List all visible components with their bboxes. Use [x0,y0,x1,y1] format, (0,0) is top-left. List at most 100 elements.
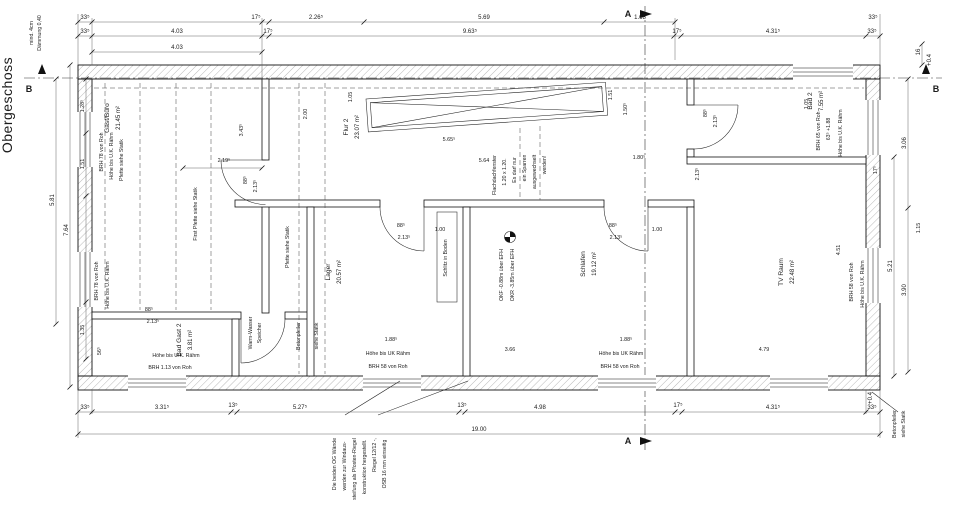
dim-label: 9.63⁵ [463,28,478,35]
sill-label-add: 63⁵ +1.88 [826,118,832,141]
door-lager [379,206,425,252]
room-area: 22.48 m² [790,260,796,284]
dim-label: 17⁵ [263,28,273,35]
texts: Obergeschoss mind. 4cm Dämmung 0,40 B B … [0,9,940,500]
leader-lines [344,380,899,416]
pillar-label-line1: Betonpfeiler [296,322,302,350]
boiler-label-line2: Speicher [257,322,263,343]
window-left-lower [77,252,93,307]
skylight-note-line: ein Sparren [522,154,528,181]
dim-label: 33⁵ [80,28,90,35]
wall-speicher-lager [306,206,315,377]
wall-bad2-tv [686,156,867,165]
level-marker [504,231,516,243]
dim-label: 56⁵ [97,347,103,355]
dim-label: 1.88⁵ [385,337,398,343]
room-name: Lager [325,263,332,281]
dim-label: 16 [916,48,922,55]
wall-badgast-speicher [231,318,240,377]
dim-label: 33⁵ [80,404,90,411]
purlin-label: Pfette siehe Statik [285,226,291,268]
pillar-label-line2: siehe Statik [314,322,320,349]
room-name: Gast/Büro [104,103,111,133]
dim-label: 5.27⁵ [293,404,308,411]
dim-label: 1.51 [608,90,614,101]
dim-label: 4.31⁵ [766,404,781,411]
dim-label: 88⁵ [243,176,249,184]
section-a-label-bottom: A [625,436,632,446]
windows [77,64,881,391]
bracing-note-line: konstruktion hergestellt. [362,440,368,495]
skylight [365,81,609,133]
dim-label: 2.13⁵ [253,180,259,193]
dim-label: 3.06 [902,137,908,149]
dim-label: 88⁵ [397,223,405,229]
boiler-label-line1: Warm-Wasser [248,316,254,349]
dim-label: 2.13⁵ [695,168,701,181]
dim-label: 4.31⁵ [766,28,781,35]
sill-label: BRH 78 von Roh [99,132,105,171]
dim-label: 88⁵ [609,223,617,229]
window-right-upper [865,100,881,155]
sill-label: BRH 1.13 von Roh [148,365,191,371]
section-a-arrow-top [640,10,652,18]
floor-slot-label: Schlitz in Boden [443,239,449,276]
sill-label: BRH 58 von Roh [849,262,855,301]
dim-label: 17⁵ [873,166,879,174]
dim-label: 3.66 [505,347,516,353]
room-name: Schlafen [580,251,587,277]
wall-gast-bottom-a [91,311,242,320]
room-area: 21.45 m² [116,106,122,130]
height-label: Höhe bis UK Rähm [599,351,643,357]
dim-label: 3.31⁵ [155,404,170,411]
door-speicher [240,318,286,364]
sill-label: BRH 65 von Roh [816,111,822,150]
dim-label: 1.05 [804,99,810,110]
room-name: Flur 2 [343,118,350,135]
floor-title: Obergeschoss [0,57,15,153]
dim-label: 1.28⁵ [80,100,86,113]
dim-label: 33⁵ [868,14,878,21]
door-bad2 [693,104,739,150]
sill-label: BRH 58 von Roh [601,364,640,370]
height-label: Höhe bis U.K. Rähm [105,261,111,308]
dim-label: 88⁵ [703,109,709,117]
window-left-upper [77,112,93,167]
dim-label: 88⁵ [145,307,153,313]
wall-flur-bad2-a [686,78,695,106]
room-area: 3.81 m² [188,330,194,350]
room-name: Bad Gast 2 [176,323,183,356]
dim-label: 5.65⁵ [443,137,456,143]
wall-top [77,64,881,80]
dim-label: 4.98 [534,405,546,411]
door-schlafen [603,206,649,252]
skylight-note-line: Es darf nur [512,157,518,183]
bracing-note-line: werden zur Windaus- [342,441,348,490]
window-top-bad2 [793,64,853,80]
dim-label: 2.00 [303,109,309,120]
insulation-note-line1: mind. 4cm [29,21,35,45]
skylight-note-line: 1.20 x 1.20. [502,158,508,185]
sill-label: BRH 78 von Roh [94,261,100,300]
wall-schlafen-top [647,199,695,208]
wall-gast-bottom-b [284,311,311,320]
dim-label: 13⁵ [457,402,467,409]
dim-label: 17⁵ [673,402,683,409]
dim-label: 5.21 [888,260,894,272]
dim-label: 5.69 [478,15,490,21]
insulation-note-line2: Dämmung 0,40 [37,15,43,51]
skylight-note-line: ausgewechselt [532,154,538,189]
dim-label: 1.68 [634,15,646,21]
inner-walls [91,78,867,377]
window-bottom-4 [770,375,828,391]
dim-label: 33⁵ [867,404,877,411]
dim-label: 2.13⁵ [398,235,411,241]
dim-label: 4.03 [171,29,183,35]
section-b-label-left: B [26,84,33,94]
height-label: Höhe bis U.K. Rähm [152,353,199,359]
room-area: 20.57 m² [337,260,343,284]
dim-label: 1.50⁵ [623,103,629,116]
doors [220,104,739,364]
bracing-note-line: Riegel 12/12 -, [372,438,378,472]
dim-label: 1.00 [652,227,663,233]
